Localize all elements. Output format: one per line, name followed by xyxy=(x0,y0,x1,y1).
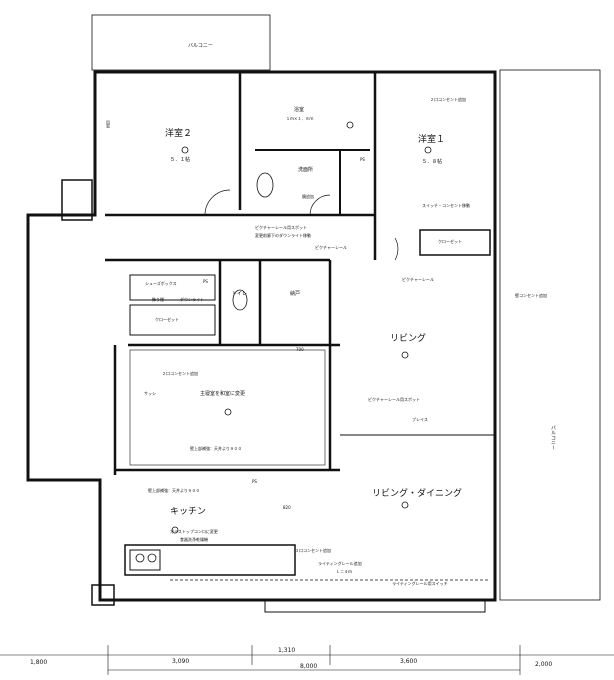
room-western1-size: ５．８帖 xyxy=(422,159,443,165)
balcony-right xyxy=(499,69,601,601)
note-outlet3: ３口コンセント追加 xyxy=(295,548,331,553)
room-storage: 納戸 xyxy=(290,291,301,297)
dim-820: 820 xyxy=(283,505,291,510)
label-window-bay: 出窓 xyxy=(106,120,111,128)
note-lighting-switch: ライティングレール用スイッチ xyxy=(392,581,448,586)
room-western2-size: ５．１帖 xyxy=(170,157,191,163)
note-outlet-w1: ２口コンセント追加 xyxy=(430,97,466,102)
dim-1310: 1,310 xyxy=(278,647,296,654)
label-brace: ブレイス xyxy=(412,417,428,422)
room-western1: 洋室１ xyxy=(418,135,446,145)
balcony-top xyxy=(91,14,271,71)
room-bath-size: １ｍ×１．８ｍ xyxy=(286,116,314,121)
column-left xyxy=(61,179,93,221)
note-wall-reinforce1: 壁上部補強：天井より９００ xyxy=(190,446,242,451)
note-lighting-rail: ライティングレール追加 xyxy=(318,561,362,566)
room-kitchen: キッチン xyxy=(170,507,207,517)
dim-700: 700 xyxy=(296,347,304,352)
note-picture-rail: ピクチャーレール xyxy=(315,245,347,250)
column-bottom-left xyxy=(91,584,115,606)
label-mirror-add: 鏡追加 xyxy=(302,194,314,199)
dim-2000: 2,000 xyxy=(535,661,553,668)
dim-1800: 1,800 xyxy=(30,659,48,666)
room-toilet: トイレ xyxy=(232,291,248,297)
dim-3600: 3,600 xyxy=(400,658,418,665)
outer-wall xyxy=(26,70,497,602)
label-ps3: PS xyxy=(252,479,257,484)
note-switch-move: スイッチ・コンセント移動 xyxy=(422,203,470,208)
label-ps2: PS xyxy=(203,279,208,284)
label-downlight: ダウンライト xyxy=(180,297,204,302)
label-shoes-box: シューズボックス xyxy=(145,281,177,286)
note-wall-reinforce2: 壁上部補強：天井より９００ xyxy=(148,488,200,493)
toilet-bowl xyxy=(232,289,248,311)
room-bath: 浴室 xyxy=(294,107,305,113)
dim-total: 8,000 xyxy=(300,663,318,670)
note-picture-rail2: ピクチャーレール xyxy=(402,277,434,282)
note-downlight-move: 変更前廊下のダウンライト移動 xyxy=(255,233,311,238)
room-washroom: 洗面所 xyxy=(298,167,314,173)
note-glass-top: ガラストップコンロに変更 xyxy=(170,529,218,534)
note-lighting-rail-len: Ｌ＝４ｍ xyxy=(336,569,352,574)
label-sash: サッシ xyxy=(144,391,156,396)
label-closet-left: クローゼット xyxy=(155,317,179,322)
room-western2: 洋室２ xyxy=(165,129,193,139)
room-living: リビング xyxy=(390,334,427,344)
note-picture-rail-spot2: ピクチャーレール用スポット xyxy=(368,397,420,402)
note-picture-rail-spot: ピクチャーレール用スポット xyxy=(255,225,307,230)
label-decor-shelf: 飾り棚 xyxy=(152,297,164,302)
label-closet-right: クローゼット xyxy=(438,239,462,244)
note-outlet-wall: 壁コンセント追加 xyxy=(515,293,547,298)
room-master: 主寝室を和室に変更 xyxy=(200,391,246,397)
note-outlet-master: ２口コンセント追加 xyxy=(162,371,198,376)
label-balcony-top: バルコニー xyxy=(188,43,213,49)
label-ps1: PS xyxy=(360,157,365,162)
note-dishwasher: 食器洗浄乾燥機 xyxy=(180,537,208,542)
room-living-dining: リビング・ダイニング xyxy=(372,489,463,499)
bathtub xyxy=(256,172,274,198)
label-balcony-right: バルコニー xyxy=(550,425,556,450)
dim-3090: 3,090 xyxy=(172,658,190,665)
